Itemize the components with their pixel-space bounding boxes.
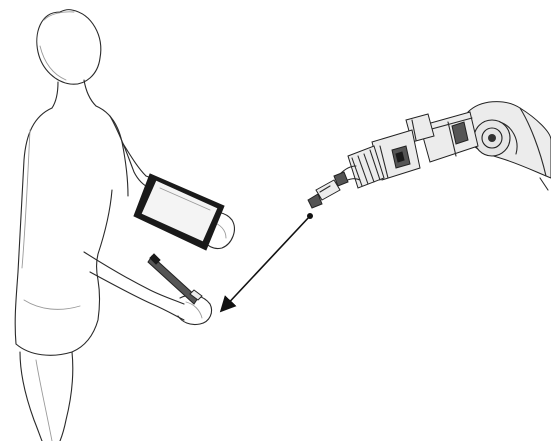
robot-arm <box>307 101 551 209</box>
handheld-pointer-tool <box>147 253 203 305</box>
tablet-device <box>133 173 225 251</box>
pointer-arrow <box>219 213 313 313</box>
arrow-origin-dot <box>307 213 313 219</box>
